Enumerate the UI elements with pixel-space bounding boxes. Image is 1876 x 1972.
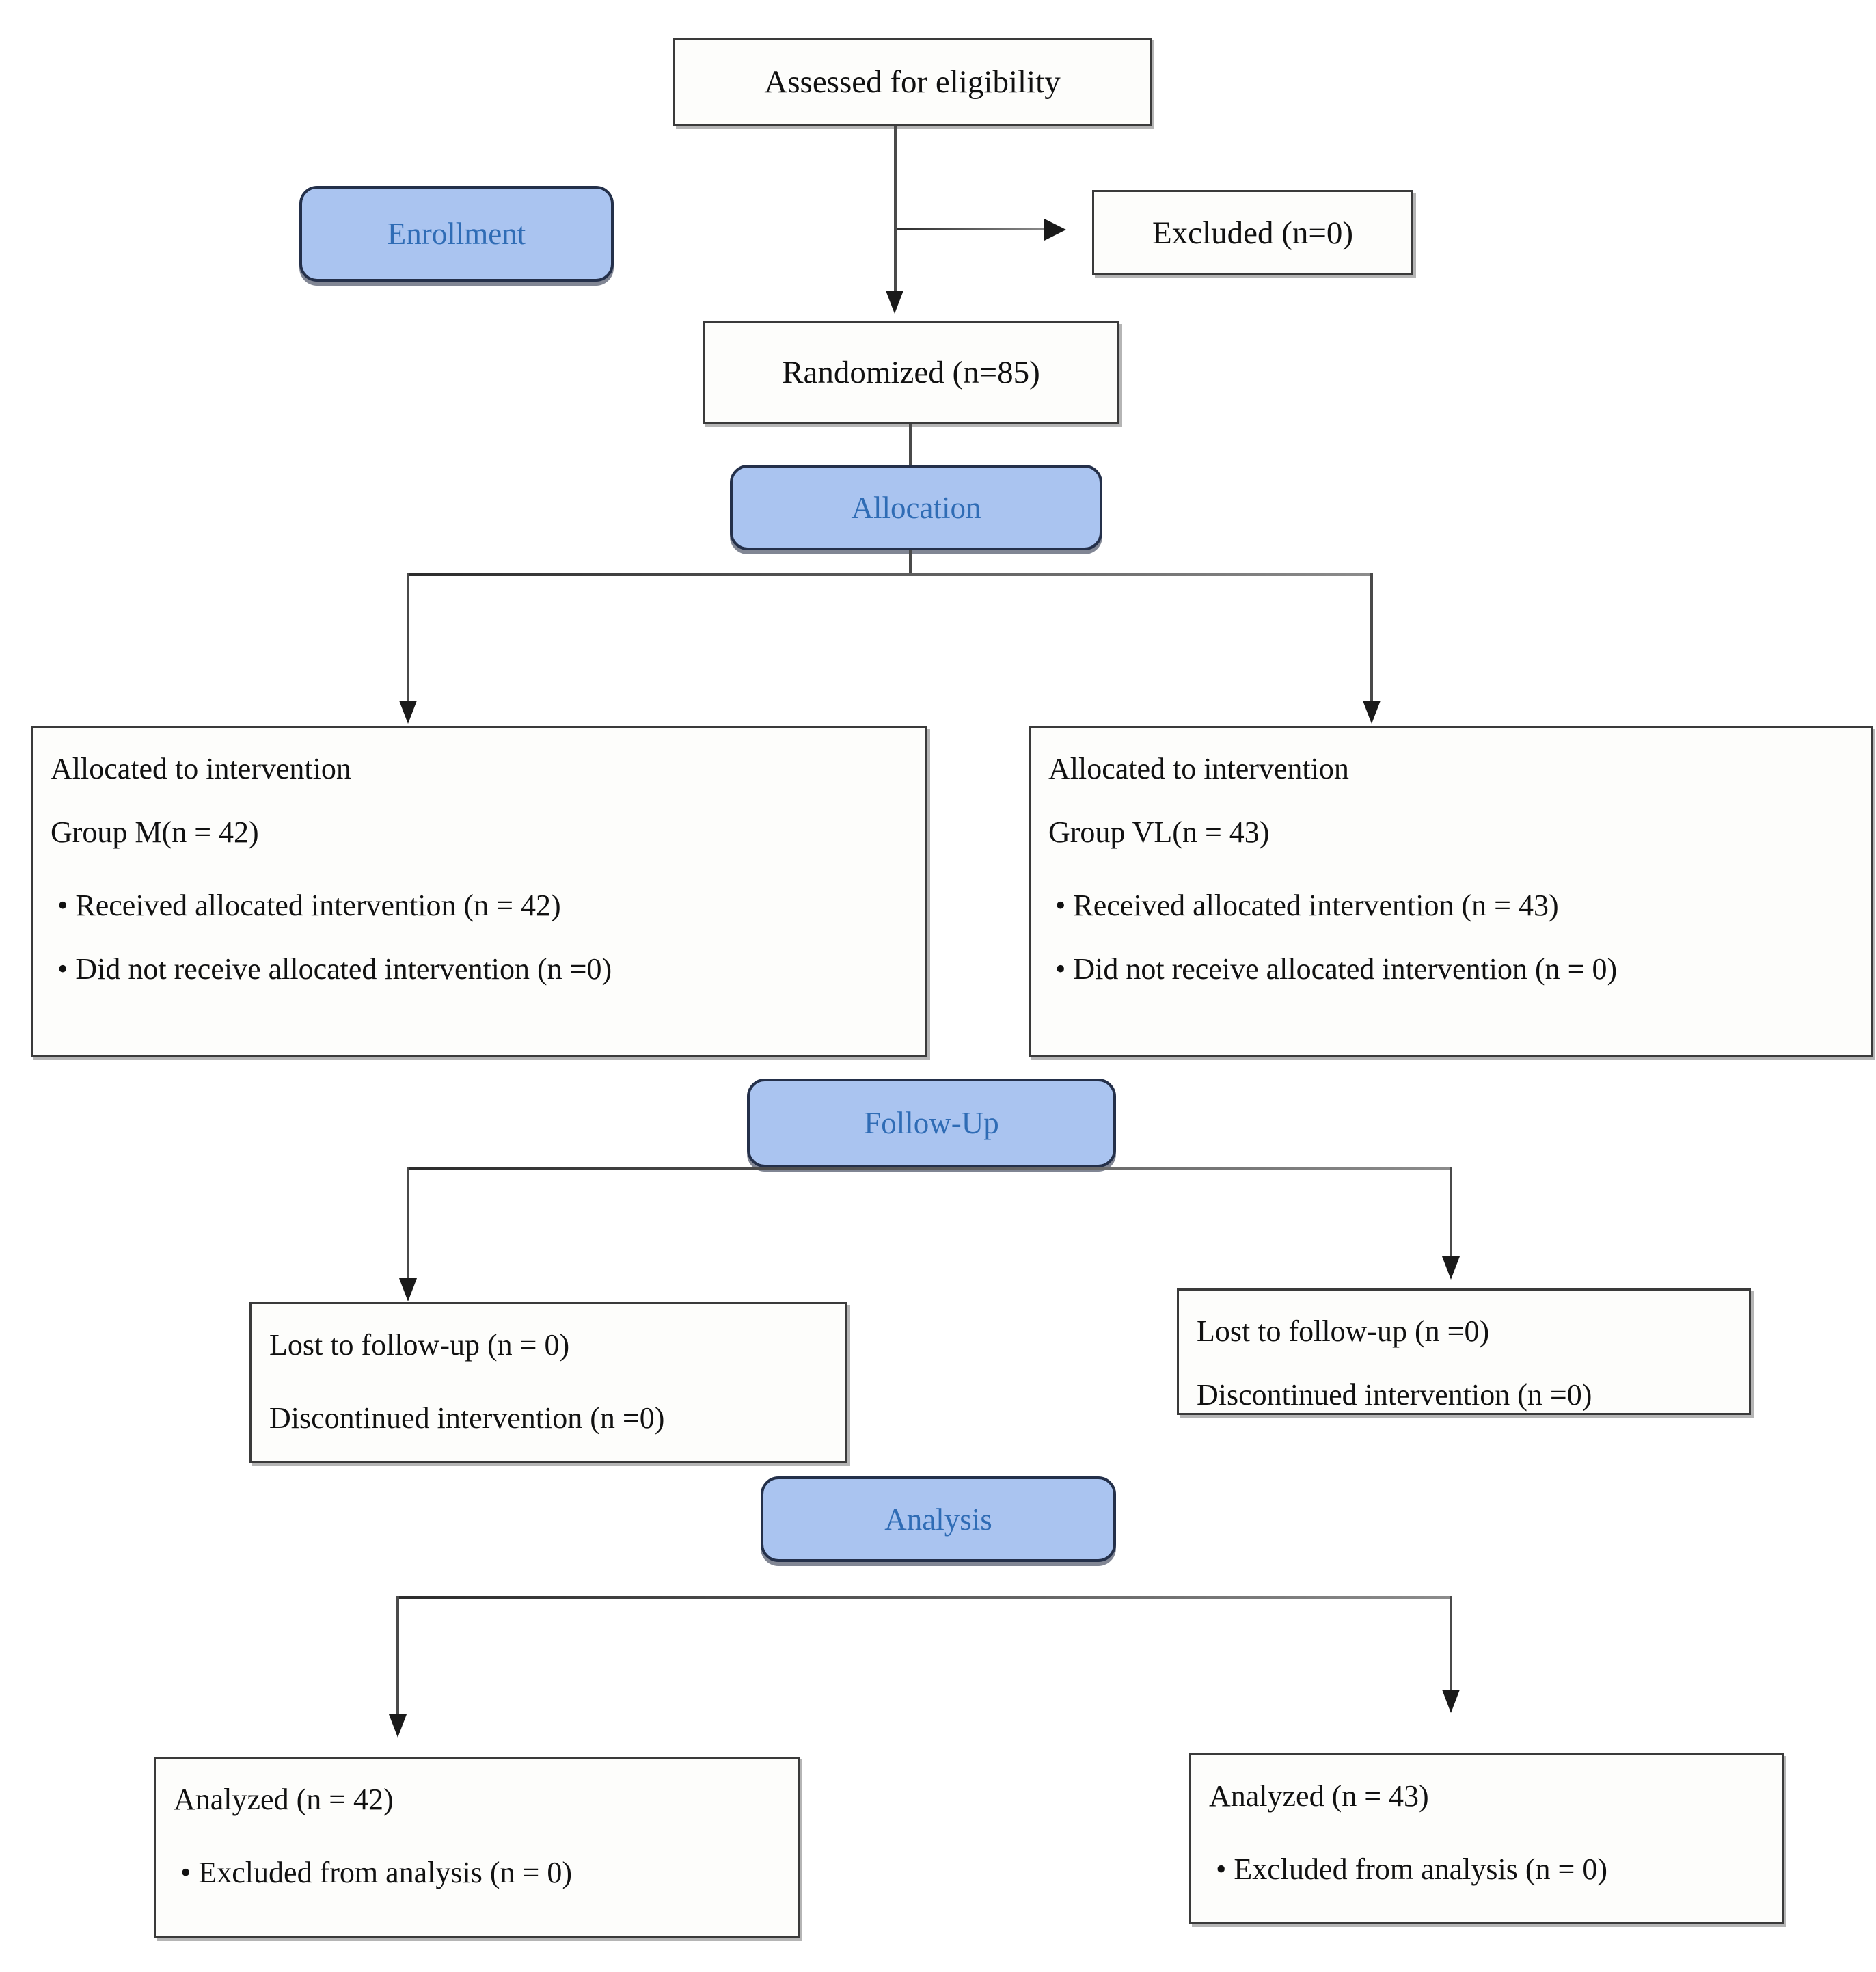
allocated-m-bullet1: • Received allocated intervention (n = 4… xyxy=(57,889,561,922)
connector-allocation-split xyxy=(407,573,1372,576)
node-assessed-for-eligibility: Assessed for eligibility xyxy=(673,38,1152,126)
excluded-label: Excluded (n=0) xyxy=(1152,215,1354,251)
connector-assessed-to-randomized xyxy=(894,126,897,301)
arrowhead-analysis-left xyxy=(389,1714,407,1738)
assessed-label: Assessed for eligibility xyxy=(764,64,1061,100)
connector-analysis-right-arm xyxy=(1450,1596,1452,1699)
arrowhead-assessed-to-randomized xyxy=(886,291,903,314)
node-excluded: Excluded (n=0) xyxy=(1092,190,1413,275)
node-randomized: Randomized (n=85) xyxy=(703,321,1119,424)
arrowhead-allocation-left xyxy=(399,701,417,724)
node-followup-left: Lost to follow-up (n = 0) Discontinued i… xyxy=(249,1302,847,1463)
analyzed-right-bullet1: • Excluded from analysis (n = 0) xyxy=(1216,1852,1607,1886)
followup-left-line1: Lost to follow-up (n = 0) xyxy=(269,1328,570,1362)
followup-right-line2: Discontinued intervention (n =0) xyxy=(1197,1378,1592,1412)
connector-analysis-left-arm xyxy=(396,1596,399,1723)
allocated-m-bullet2: • Did not receive allocated intervention… xyxy=(57,952,612,986)
stage-allocation: Allocation xyxy=(730,465,1102,550)
allocated-vl-bullet2: • Did not receive allocated intervention… xyxy=(1055,952,1618,986)
randomized-label: Randomized (n=85) xyxy=(782,355,1040,390)
connector-allocation-left-arm xyxy=(407,573,409,710)
stage-analysis-label: Analysis xyxy=(884,1502,992,1537)
followup-right-line1: Lost to follow-up (n =0) xyxy=(1197,1314,1490,1348)
stage-followup-label: Follow-Up xyxy=(864,1106,999,1140)
node-analyzed-left: Analyzed (n = 42) • Excluded from analys… xyxy=(154,1757,800,1938)
stage-allocation-label: Allocation xyxy=(851,490,981,525)
arrowhead-to-excluded xyxy=(1044,219,1066,241)
analyzed-left-line1: Analyzed (n = 42) xyxy=(174,1783,394,1816)
node-followup-right: Lost to follow-up (n =0) Discontinued in… xyxy=(1177,1288,1751,1415)
connector-followup-split xyxy=(407,1167,1452,1170)
arrowhead-allocation-right xyxy=(1363,701,1381,724)
connector-analysis-split xyxy=(396,1596,1452,1599)
arrowhead-followup-right xyxy=(1442,1256,1460,1280)
arrowhead-analysis-right xyxy=(1442,1690,1460,1713)
allocated-vl-line1: Allocated to intervention xyxy=(1048,752,1349,785)
allocated-vl-line2: Group VL(n = 43) xyxy=(1048,815,1270,849)
connector-to-excluded xyxy=(897,228,1048,230)
connector-followup-right-arm xyxy=(1450,1167,1452,1263)
followup-left-line2: Discontinued intervention (n =0) xyxy=(269,1401,665,1435)
stage-analysis: Analysis xyxy=(761,1476,1116,1562)
allocated-vl-bullet1: • Received allocated intervention (n = 4… xyxy=(1055,889,1559,922)
node-allocated-group-m: Allocated to intervention Group M(n = 42… xyxy=(31,726,927,1057)
allocated-m-line2: Group M(n = 42) xyxy=(51,815,259,849)
node-analyzed-right: Analyzed (n = 43) • Excluded from analys… xyxy=(1189,1753,1784,1924)
arrowhead-followup-left xyxy=(399,1278,417,1301)
stage-enrollment: Enrollment xyxy=(299,186,614,282)
analyzed-left-bullet1: • Excluded from analysis (n = 0) xyxy=(180,1856,572,1889)
connector-allocation-stem xyxy=(909,550,912,574)
connector-followup-left-arm xyxy=(407,1167,409,1287)
allocated-m-line1: Allocated to intervention xyxy=(51,752,351,785)
stage-followup: Follow-Up xyxy=(747,1079,1116,1167)
connector-allocation-right-arm xyxy=(1370,573,1373,710)
node-allocated-group-vl: Allocated to intervention Group VL(n = 4… xyxy=(1029,726,1873,1057)
connector-randomized-to-allocation xyxy=(909,424,912,468)
stage-enrollment-label: Enrollment xyxy=(387,217,526,251)
analyzed-right-line1: Analyzed (n = 43) xyxy=(1209,1779,1429,1813)
